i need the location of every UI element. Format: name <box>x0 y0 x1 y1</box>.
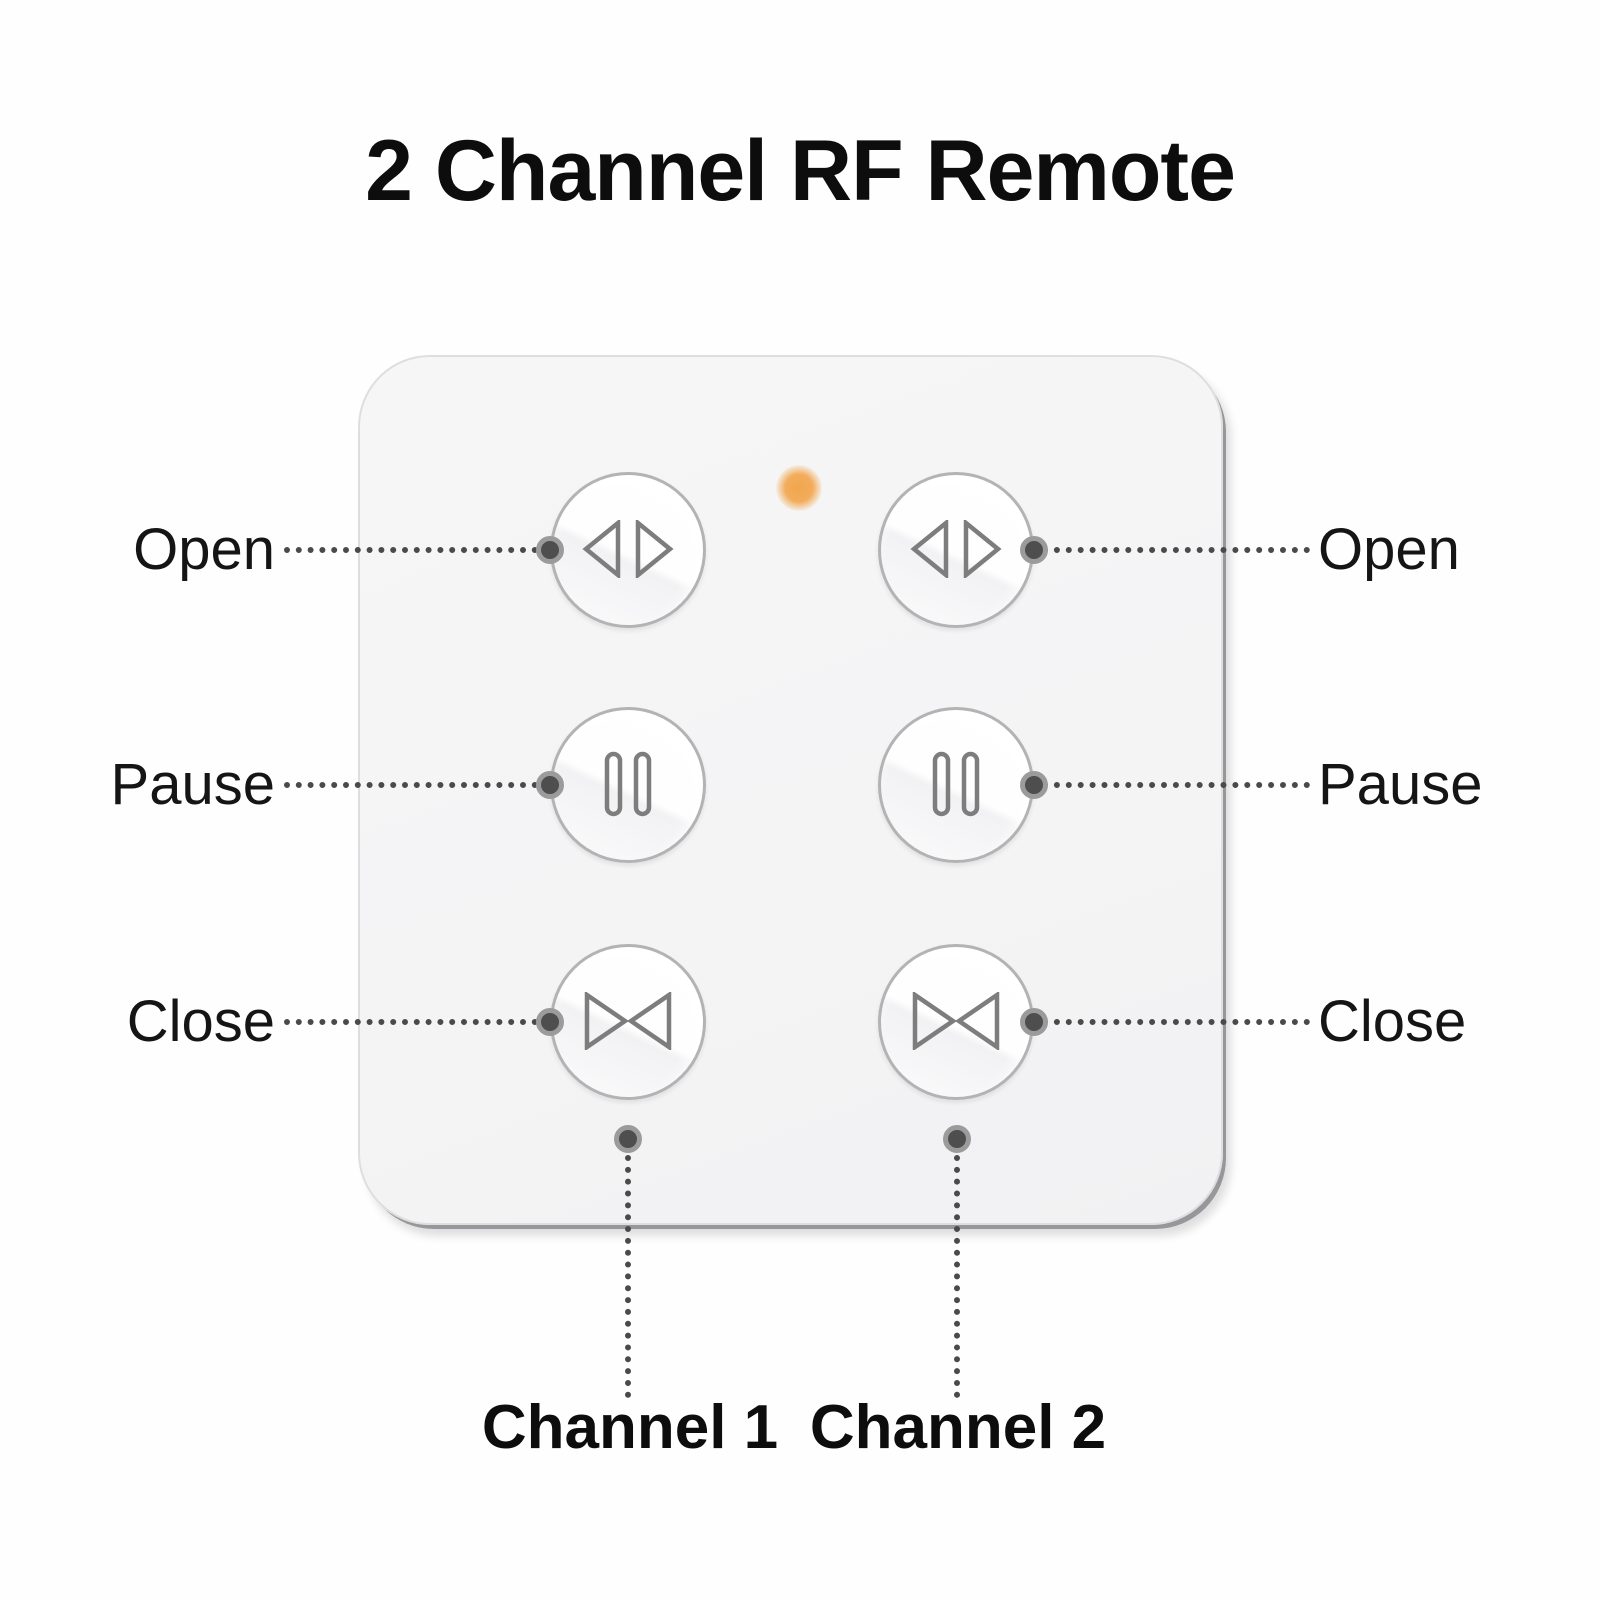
channel2-pause-button[interactable] <box>878 707 1034 863</box>
leader-dot-close-left <box>536 1008 564 1036</box>
leader-dot-pause-left <box>536 771 564 799</box>
channel2-close-button[interactable] <box>878 944 1034 1100</box>
label-channel2: Channel 2 <box>809 1393 1107 1462</box>
status-led-icon <box>776 465 822 511</box>
channel1-open-button[interactable] <box>550 472 706 628</box>
leader-line-channel2 <box>954 1155 960 1398</box>
leader-dot-open-left <box>536 536 564 564</box>
close-triangles-icon <box>910 990 1002 1053</box>
label-pause-right: Pause <box>1318 752 1483 817</box>
remote-panel <box>358 355 1223 1225</box>
label-open-left: Open <box>133 517 275 582</box>
channel1-close-button[interactable] <box>550 944 706 1100</box>
close-triangles-icon <box>582 990 674 1053</box>
leader-line-channel1 <box>625 1155 631 1398</box>
leader-line-pause-left <box>284 782 538 788</box>
leader-line-close-right <box>1042 1019 1310 1025</box>
pause-bars-icon <box>932 751 980 820</box>
open-triangles-icon <box>910 517 1002 581</box>
leader-dot-close-right <box>1020 1008 1048 1036</box>
leader-dot-open-right <box>1020 536 1048 564</box>
leader-dot-channel1 <box>614 1125 642 1153</box>
leader-line-open-right <box>1042 547 1310 553</box>
label-pause-left: Pause <box>110 752 275 817</box>
page-title: 2 Channel RF Remote <box>365 123 1236 219</box>
channel1-pause-button[interactable] <box>550 707 706 863</box>
leader-dot-pause-right <box>1020 771 1048 799</box>
channel2-open-button[interactable] <box>878 472 1034 628</box>
leader-line-close-left <box>284 1019 538 1025</box>
pause-bars-icon <box>604 751 652 820</box>
leader-line-open-left <box>284 547 538 553</box>
label-close-left: Close <box>126 989 275 1054</box>
open-triangles-icon <box>582 517 674 581</box>
label-channel1: Channel 1 <box>481 1393 779 1462</box>
leader-dot-channel2 <box>943 1125 971 1153</box>
label-close-right: Close <box>1318 989 1467 1054</box>
leader-line-pause-right <box>1042 782 1310 788</box>
label-open-right: Open <box>1318 517 1460 582</box>
